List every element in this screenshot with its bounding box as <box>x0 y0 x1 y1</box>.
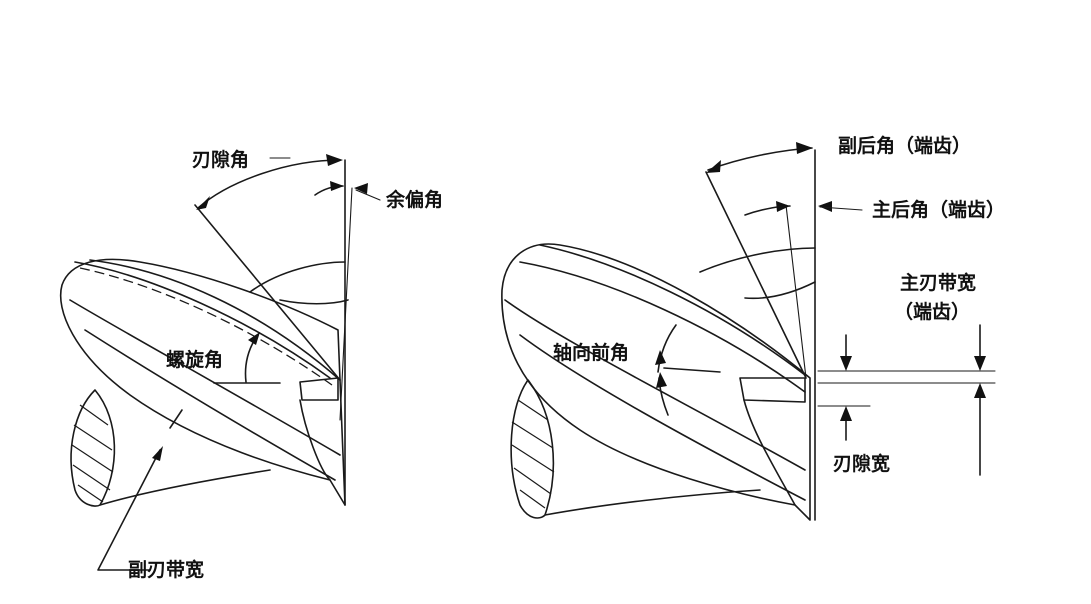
relief-width-arrowhead-bottom <box>840 406 852 421</box>
secondary-clearance-leader <box>705 171 807 379</box>
secondary-land-arrowhead <box>152 446 163 461</box>
left-relief-face <box>249 261 346 293</box>
right-shank-curve <box>544 489 761 516</box>
left-end-face-lower <box>299 399 331 481</box>
primary-clearance-end-label: 主后角（端齿） <box>872 198 1005 221</box>
edge-relief-angle-arc <box>197 159 341 209</box>
left-end-face-notch <box>299 377 339 401</box>
helix-angle-label: 螺旋角 <box>166 348 223 371</box>
secondary-land-tick <box>169 409 183 429</box>
right-clearance-ref <box>785 204 807 379</box>
edge-relief-angle-label: 刃隙角 <box>192 148 249 171</box>
secondary-clearance-arrowhead-right <box>796 142 813 154</box>
secondary-land-width-label: 副刃带宽 <box>128 558 204 581</box>
edge-relief-arrowhead-left <box>196 196 210 210</box>
right-flute-curve-1 <box>504 299 806 471</box>
relief-width-label: 刃隙宽 <box>833 452 890 475</box>
right-land-band <box>519 261 806 393</box>
left-end-mill-drawing <box>59 154 381 571</box>
dish-angle-arrowhead-right <box>354 183 368 194</box>
left-shank-curve <box>99 469 271 506</box>
dish-angle-arrowhead-left <box>330 181 344 191</box>
secondary-land-leader <box>97 449 161 571</box>
right-shank-section <box>510 379 555 519</box>
right-end-mill-drawing <box>501 142 996 521</box>
secondary-clearance-end-label: 副后角（端齿） <box>838 134 971 157</box>
axial-rake-arc <box>657 324 677 373</box>
helix-angle-arrowhead <box>248 332 260 345</box>
relief-width-arrowhead-top <box>840 356 852 371</box>
left-flute-curve-2 <box>84 329 336 481</box>
primary-clearance-arrowhead-right <box>818 201 832 212</box>
primary-clearance-arrowhead-left <box>776 201 790 212</box>
left-land-band-upper <box>74 261 331 379</box>
left-shank-section <box>70 389 116 507</box>
secondary-clearance-arc <box>707 147 813 171</box>
primary-land-width-sublabel: （端齿） <box>894 300 970 323</box>
right-shank-hatching <box>511 399 555 509</box>
axial-rake-baseline <box>663 367 721 373</box>
left-land-band-dashed <box>79 267 333 386</box>
axial-rake-angle-label: 轴向前角 <box>553 341 629 364</box>
secondary-clearance-arrowhead-left <box>706 160 721 173</box>
left-relief-leader <box>194 204 341 381</box>
right-end-face-lower <box>743 399 796 506</box>
edge-relief-arrowhead-right <box>326 154 343 166</box>
left-flute-curve-1 <box>69 299 341 456</box>
right-relief-face <box>699 247 816 273</box>
axial-rake-arrowhead-down <box>656 372 667 388</box>
right-relief-face-lower <box>744 281 816 300</box>
left-tool-body-outline <box>59 258 346 506</box>
left-dish-ref-line <box>339 187 353 421</box>
left-shank-hatching <box>71 404 114 503</box>
land-width-arrowhead-bottom <box>974 383 986 398</box>
right-end-face-notch <box>739 377 806 403</box>
right-flute-curve-2 <box>519 334 806 501</box>
primary-land-width-label: 主刃带宽 <box>900 271 976 294</box>
dish-angle-label: 余偏角 <box>385 188 443 211</box>
land-width-arrowhead-top <box>974 356 986 371</box>
dish-angle-leader <box>355 189 381 201</box>
axial-rake-arrowhead-up <box>655 350 666 365</box>
primary-clearance-leader <box>819 206 863 211</box>
left-cutting-edge <box>89 259 341 381</box>
left-relief-face-lower <box>279 299 349 305</box>
right-tool-body-outline <box>501 243 811 521</box>
right-cutting-edge <box>539 244 806 376</box>
